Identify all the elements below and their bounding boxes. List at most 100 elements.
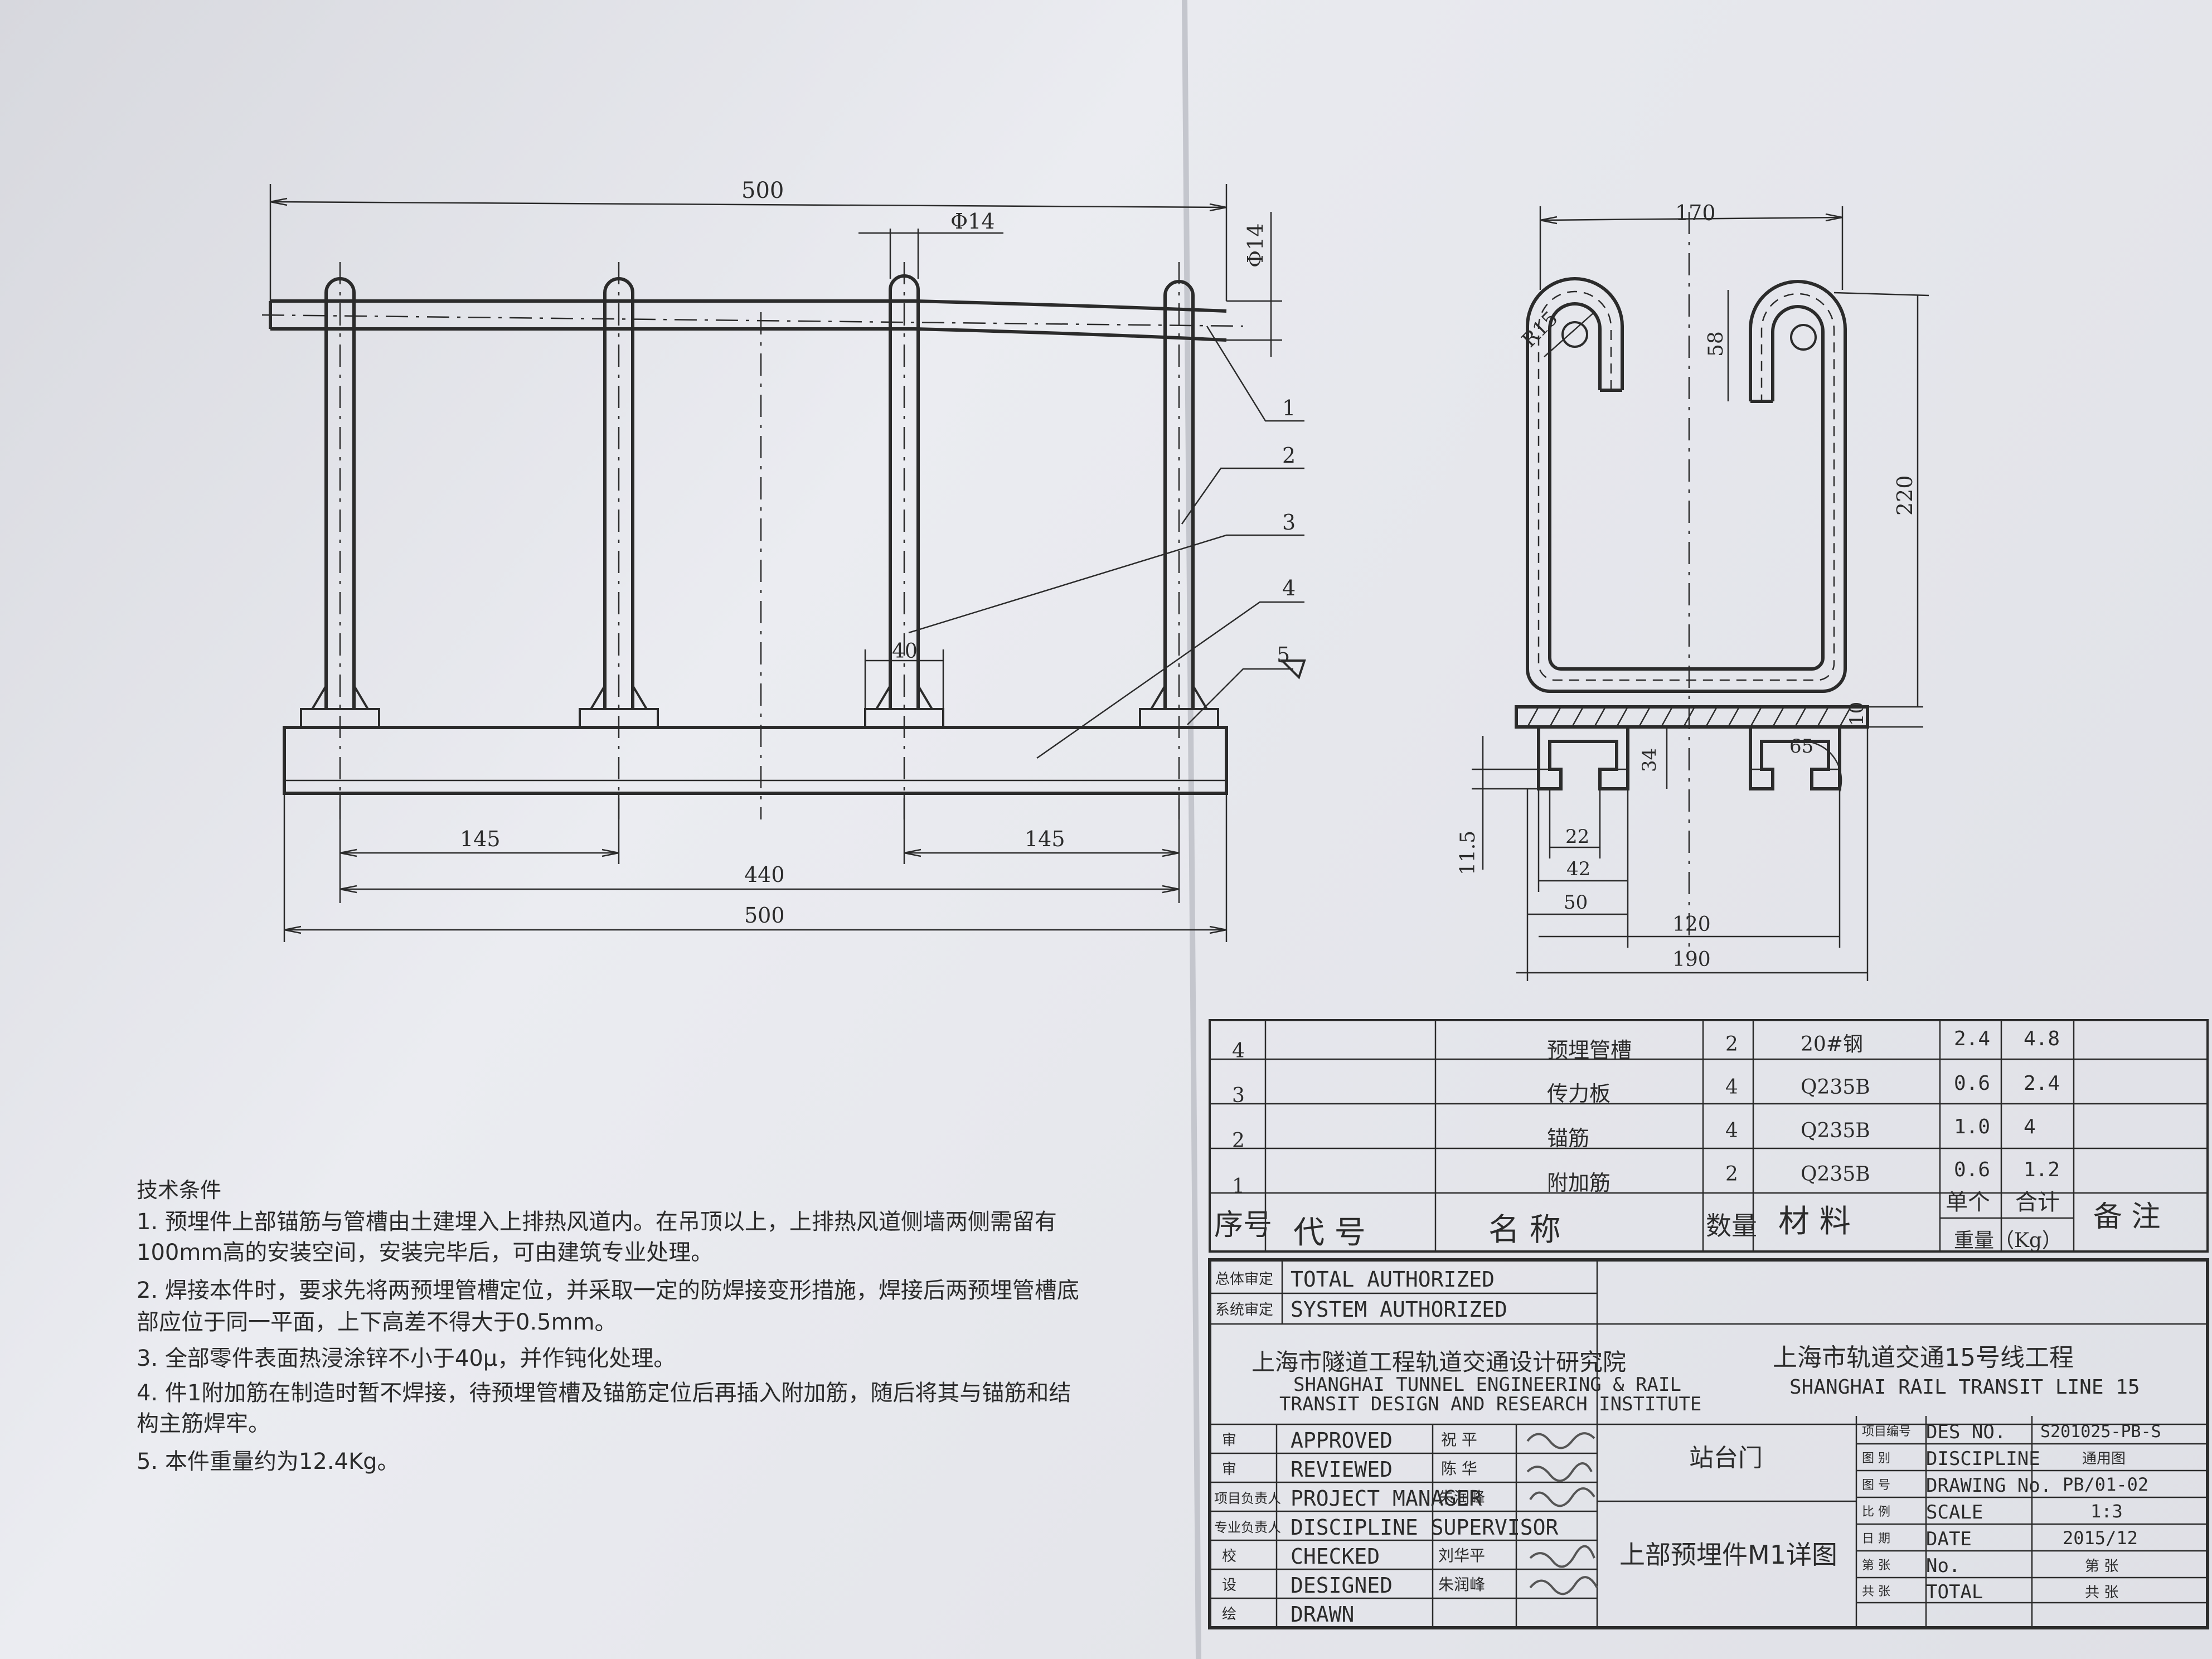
label-bom-header-name: 名 称 bbox=[1488, 1212, 1561, 1248]
label-bom-rows-0-qty: 2 bbox=[1725, 1033, 1738, 1056]
system-authorized-cn: 系统审定 bbox=[1215, 1302, 1273, 1318]
label-title_block-info-2-en: DRAWING No. bbox=[1926, 1474, 2051, 1497]
label-title_block-info-6-en: TOTAL bbox=[1926, 1581, 1983, 1603]
info-discipline: 图 别 DISCIPLINE 通用图 bbox=[1862, 1448, 2126, 1470]
callout-1: 1 bbox=[1282, 396, 1296, 420]
label-bom-rows-0-no: 4 bbox=[1232, 1040, 1245, 1063]
callout-3: 3 bbox=[1282, 510, 1296, 535]
dim-side-190: 190 bbox=[1672, 948, 1711, 971]
label-title_block-info-2-cn: 图 号 bbox=[1862, 1478, 1890, 1492]
dim-side-plate-thk: 10 bbox=[1846, 702, 1868, 726]
label-title_block-info-2-value: PB/01-02 bbox=[2063, 1474, 2148, 1495]
side-view: 170 R15 58 220 10 34 65 11.5 22 42 50 bbox=[1457, 201, 1929, 981]
label-title_block-info-5-value: 第 张 bbox=[2085, 1558, 2118, 1575]
label-bom-rows-2-material: Q235B bbox=[1801, 1119, 1870, 1142]
label-title_block-roles-1-en: REVIEWED bbox=[1291, 1457, 1393, 1482]
system-authorized-en: SYSTEM AUTHORIZED bbox=[1291, 1297, 1507, 1322]
label-title_block-info-3-en: SCALE bbox=[1926, 1501, 1983, 1524]
tech-item-2b: 部应位于同一平面，上下高差不得大于0.5mm。 bbox=[137, 1309, 617, 1335]
label-bom-header-qty: 数量 bbox=[1706, 1211, 1757, 1241]
dim-rod-dia: Φ14 bbox=[950, 209, 995, 234]
project-cn: 上海市轨道交通15号线工程 bbox=[1773, 1343, 2074, 1372]
label-bom-header-unit: 单个 bbox=[1946, 1190, 1990, 1215]
label-title_block-info-5-cn: 第 张 bbox=[1862, 1559, 1890, 1573]
label-bom-header-weight: 重量（Kg） bbox=[1954, 1229, 2062, 1252]
label-title_block-info-1-cn: 图 别 bbox=[1862, 1452, 1890, 1466]
callout-2: 2 bbox=[1282, 443, 1296, 468]
paper-right bbox=[1182, 0, 2212, 1659]
label-title_block-info-4-cn: 日 期 bbox=[1862, 1532, 1890, 1546]
label-title_block-info-0-en: DES NO. bbox=[1926, 1421, 2006, 1443]
info-sheet-no: 第 张 No. 第 张 bbox=[1862, 1555, 2118, 1577]
label-bom-rows-2-qty: 4 bbox=[1725, 1119, 1738, 1142]
label-title_block-info-0-cn: 项目编号 bbox=[1862, 1425, 1911, 1439]
info-date: 日 期 DATE 2015/12 bbox=[1862, 1527, 2138, 1550]
role-project-manager: 项目负责人 PROJECT MANAGER 朱润峰 bbox=[1214, 1486, 1485, 1511]
institute-en-2: TRANSIT DESIGN AND RESEARCH INSTITUTE bbox=[1279, 1393, 1701, 1415]
label-title_block-info-0-value: S201025-PB-S bbox=[2040, 1422, 2161, 1442]
signatures bbox=[1526, 1432, 1598, 1595]
label-bom-rows-0-material: 20#钢 bbox=[1801, 1033, 1863, 1056]
label-title_block-roles-1-cn: 审 bbox=[1222, 1461, 1236, 1478]
label-title_block-roles-5-en: DESIGNED bbox=[1291, 1573, 1393, 1598]
dim-left-spacing: 145 bbox=[460, 827, 501, 851]
total-authorized-en: TOTAL AUTHORIZED bbox=[1291, 1267, 1495, 1292]
label-bom-rows-0-name: 预埋管槽 bbox=[1547, 1038, 1632, 1063]
paper-fold bbox=[1182, 0, 1201, 1659]
label-title_block-roles-5-name: 朱润峰 bbox=[1438, 1575, 1485, 1594]
label-title_block-roles-3-cn: 专业负责人 bbox=[1214, 1520, 1281, 1535]
dim-side-width: 170 bbox=[1675, 201, 1716, 225]
label-title_block-roles-1-name: 陈 华 bbox=[1441, 1459, 1477, 1478]
label-bom-rows-1-material: Q235B bbox=[1801, 1076, 1870, 1099]
label-bom-rows-2-no: 2 bbox=[1232, 1129, 1245, 1152]
anchor-rod-outer bbox=[1526, 277, 1847, 693]
label-bom-header-total: 合计 bbox=[2015, 1190, 2060, 1215]
label-title_block-roles-2-cn: 项目负责人 bbox=[1214, 1491, 1281, 1506]
role-approved: 审 APPROVED 祝 平 bbox=[1222, 1428, 1477, 1453]
label-bom-rows-1-qty: 4 bbox=[1725, 1076, 1738, 1099]
label-title_block-info-6-cn: 共 张 bbox=[1862, 1585, 1890, 1599]
label-bom-rows-3-name: 附加筋 bbox=[1547, 1171, 1611, 1195]
callout-5: 5 bbox=[1277, 643, 1290, 667]
paper-left bbox=[0, 0, 1199, 1659]
dim-side-angle: 65 bbox=[1789, 735, 1813, 758]
tech-conditions: 技术条件 1. 预埋件上部锚筋与管槽由土建埋入上排热风道内。在吊顶以上，上排热风… bbox=[137, 1178, 1079, 1474]
label-title_block-roles-0-en: APPROVED bbox=[1291, 1428, 1393, 1453]
bom-row-3: 3 传力板 4 Q235B 0.6 2.4 bbox=[1232, 1072, 2060, 1107]
label-title_block-roles-6-cn: 绘 bbox=[1222, 1606, 1236, 1623]
dim-plate-width: 40 bbox=[892, 640, 918, 663]
info-des-no: 项目编号 DES NO. S201025-PB-S bbox=[1862, 1421, 2161, 1443]
tech-item-4: 4. 件1附加筋在制造时暂不焊接，待预埋管槽及锚筋定位后再插入附加筋，随后将其与… bbox=[137, 1380, 1071, 1406]
label-title_block-roles-4-name: 刘华平 bbox=[1438, 1546, 1485, 1565]
dim-rod-dia-vertical: Φ14 bbox=[1243, 223, 1268, 268]
dim-outer-rods: 440 bbox=[744, 862, 785, 887]
label-title_block-roles-4-cn: 校 bbox=[1222, 1548, 1236, 1565]
role-discipline-supervisor: 专业负责人 DISCIPLINE SUPERVISOR bbox=[1214, 1515, 1559, 1540]
tech-item-2: 2. 焊接本件时，要求先将两预埋管槽定位，并采取一定的防焊接变形措施，焊接后两预… bbox=[137, 1278, 1079, 1303]
label-bom-header-code: 代 号 bbox=[1293, 1215, 1366, 1251]
front-view: 500 Φ14 Φ14 40 145 145 440 50 bbox=[261, 178, 1306, 942]
bom-table: 4 预埋管槽 2 20#钢 2.4 4.8 3 传力板 4 Q235B 0.6 … bbox=[1209, 1019, 2209, 1253]
label-bom-rows-3-material: Q235B bbox=[1801, 1163, 1870, 1186]
label-bom-rows-3-total: 1.2 bbox=[2024, 1158, 2060, 1181]
dim-side-channel-depth: 34 bbox=[1638, 748, 1661, 772]
label-bom-rows-1-no: 3 bbox=[1232, 1084, 1245, 1107]
role-reviewed: 审 REVIEWED 陈 华 bbox=[1222, 1457, 1477, 1482]
label-bom-rows-2-total: 4 bbox=[2024, 1115, 2036, 1138]
title-block: 总体审定 TOTAL AUTHORIZED 系统审定 SYSTEM AUTHOR… bbox=[1208, 1258, 2209, 1629]
sheet-name-2: 上部预埋件M1详图 bbox=[1619, 1540, 1837, 1570]
label-title_block-info-4-en: DATE bbox=[1926, 1528, 1972, 1550]
label-title_block-roles-2-en: PROJECT MANAGER bbox=[1291, 1486, 1482, 1511]
bom-row-2: 2 锚筋 4 Q235B 1.0 4 bbox=[1232, 1115, 2036, 1152]
total-authorized-cn: 总体审定 bbox=[1215, 1271, 1273, 1288]
dim-right-spacing: 145 bbox=[1025, 827, 1065, 851]
label-bom-rows-0-total: 4.8 bbox=[2024, 1027, 2060, 1050]
info-scale: 比 例 SCALE 1:3 bbox=[1862, 1501, 2123, 1524]
dim-bottom-total: 500 bbox=[744, 903, 785, 928]
bom-header: 序号 代 号 名 称 数量 材 料 单个 合计 重量（Kg） 备 注 bbox=[1214, 1190, 2161, 1252]
label-bom-rows-0-unit: 2.4 bbox=[1954, 1027, 1990, 1050]
label-bom-rows-2-name: 锚筋 bbox=[1547, 1126, 1589, 1151]
label-title_block-info-5-en: No. bbox=[1926, 1555, 1960, 1577]
label-title_block-info-3-value: 1:3 bbox=[2090, 1501, 2123, 1522]
bom-row-1: 1 附加筋 2 Q235B 0.6 1.2 bbox=[1232, 1158, 2060, 1198]
